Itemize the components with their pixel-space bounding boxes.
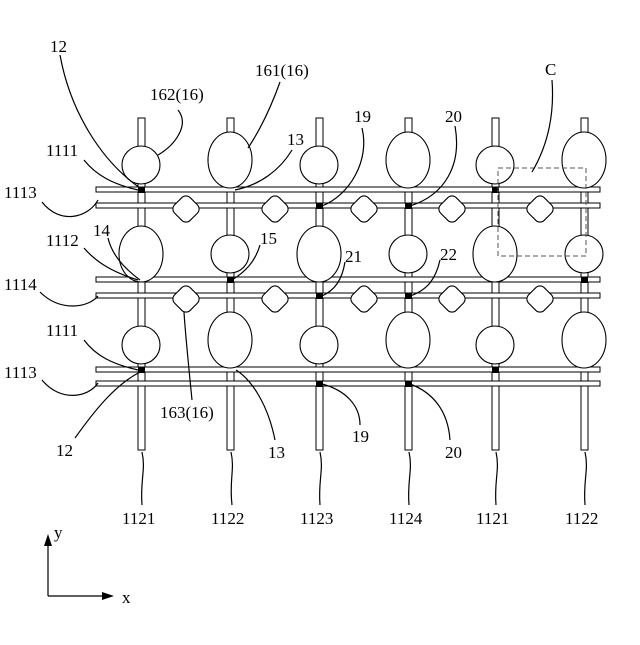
label-21: 21 — [345, 247, 362, 266]
leader-163 — [184, 312, 192, 400]
label-col-1123: 1123 — [300, 509, 333, 528]
label-13-top: 13 — [287, 130, 304, 149]
electrode-161-r2c1 — [119, 226, 163, 282]
electrode-163-r1c1 — [170, 193, 201, 224]
electrode-162-r3c5 — [476, 326, 514, 364]
horizontal-line-1111-a — [96, 187, 600, 192]
leader-c — [532, 80, 553, 172]
labels: 12 162(16) 161(16) 13 19 20 C 1111 1113 … — [4, 37, 598, 607]
label-20-top: 20 — [445, 107, 462, 126]
leader-col6 — [585, 452, 587, 505]
electrode-161-r2c3 — [297, 226, 341, 282]
electrode-163-r1c4 — [436, 193, 467, 224]
electrodes — [119, 132, 606, 368]
horizontal-lines — [96, 187, 600, 386]
leader-1113-b — [42, 380, 98, 395]
leader-col4 — [409, 452, 411, 505]
label-col-1122-a: 1122 — [211, 509, 244, 528]
label-14: 14 — [93, 221, 111, 240]
electrode-162-r1c3 — [300, 146, 338, 184]
axis-x-arrow — [102, 592, 114, 600]
electrode-161-r1c2 — [208, 132, 252, 188]
label-19-bot: 19 — [352, 427, 369, 446]
electrode-163-r1c3 — [348, 193, 379, 224]
label-col-1121-a: 1121 — [122, 509, 155, 528]
electrode-161-r3c6 — [562, 312, 606, 368]
electrode-162-r2c4 — [389, 235, 427, 273]
leader-col5 — [496, 452, 498, 505]
electrode-162-r3c3 — [300, 326, 338, 364]
horizontal-line-1112 — [96, 277, 600, 282]
horizontal-line-1113-a — [96, 203, 600, 208]
label-15: 15 — [260, 229, 277, 248]
label-22: 22 — [440, 245, 457, 264]
contact-21 — [316, 293, 323, 299]
electrode-162-r2c6 — [565, 235, 603, 273]
label-13-bot: 13 — [268, 443, 285, 462]
label-20-bot: 20 — [445, 443, 462, 462]
leader-162 — [158, 110, 182, 155]
contact-12-r3b — [492, 367, 499, 373]
electrode-163-r2c1 — [170, 283, 201, 314]
label-12-bot: 12 — [56, 441, 73, 460]
leader-col3 — [320, 452, 322, 505]
label-1112: 1112 — [46, 231, 79, 250]
label-161: 161(16) — [255, 61, 309, 80]
electrode-163-r1c2 — [259, 193, 290, 224]
label-axis-x: x — [122, 588, 131, 607]
horizontal-line-1114 — [96, 293, 600, 298]
electrode-161-r3c4 — [386, 312, 430, 368]
leader-19-bot — [322, 384, 360, 425]
electrode-161-r2c5 — [473, 226, 517, 282]
vertical-lines — [138, 118, 588, 450]
label-1111-b: 1111 — [46, 321, 78, 340]
electrode-161-r1c6 — [562, 132, 606, 188]
contact-19-r3 — [316, 381, 323, 387]
leader-1114 — [40, 292, 98, 306]
axis-y-arrow — [44, 534, 52, 546]
label-162: 162(16) — [150, 85, 204, 104]
electrode-162-r1c5 — [476, 146, 514, 184]
electrode-162-r3c1 — [122, 326, 160, 364]
leader-161 — [248, 82, 280, 148]
horizontal-line-1113-b — [96, 381, 600, 386]
label-1113-b: 1113 — [4, 363, 37, 382]
leader-20-bot — [410, 384, 450, 440]
electrode-162-r2c2 — [211, 235, 249, 273]
contact-15b — [581, 277, 588, 283]
leader-col2 — [231, 452, 232, 505]
electrode-161-r1c4 — [386, 132, 430, 188]
label-c: C — [545, 60, 556, 79]
label-19-top: 19 — [354, 107, 371, 126]
label-col-1122-b: 1122 — [565, 509, 598, 528]
electrode-163-r2c4 — [436, 283, 467, 314]
electrode-161-r3c2 — [208, 312, 252, 368]
label-axis-y: y — [54, 523, 63, 542]
axis-indicator — [44, 534, 114, 600]
contact-19-r1 — [316, 203, 323, 209]
leader-1113-a — [42, 200, 98, 217]
label-col-1121-b: 1121 — [476, 509, 509, 528]
label-1113-a: 1113 — [4, 183, 37, 202]
label-col-1124: 1124 — [389, 509, 423, 528]
label-163: 163(16) — [160, 403, 214, 422]
leader-col1 — [142, 452, 144, 505]
electrode-163-r1c5 — [524, 193, 555, 224]
label-12-top: 12 — [50, 37, 67, 56]
electrode-163-r2c2 — [259, 283, 290, 314]
label-1111-a: 1111 — [46, 141, 78, 160]
horizontal-line-1111-b — [96, 367, 600, 372]
electrode-163-r2c3 — [348, 283, 379, 314]
electrode-163-r2c5 — [524, 283, 555, 314]
label-1114: 1114 — [4, 275, 37, 294]
